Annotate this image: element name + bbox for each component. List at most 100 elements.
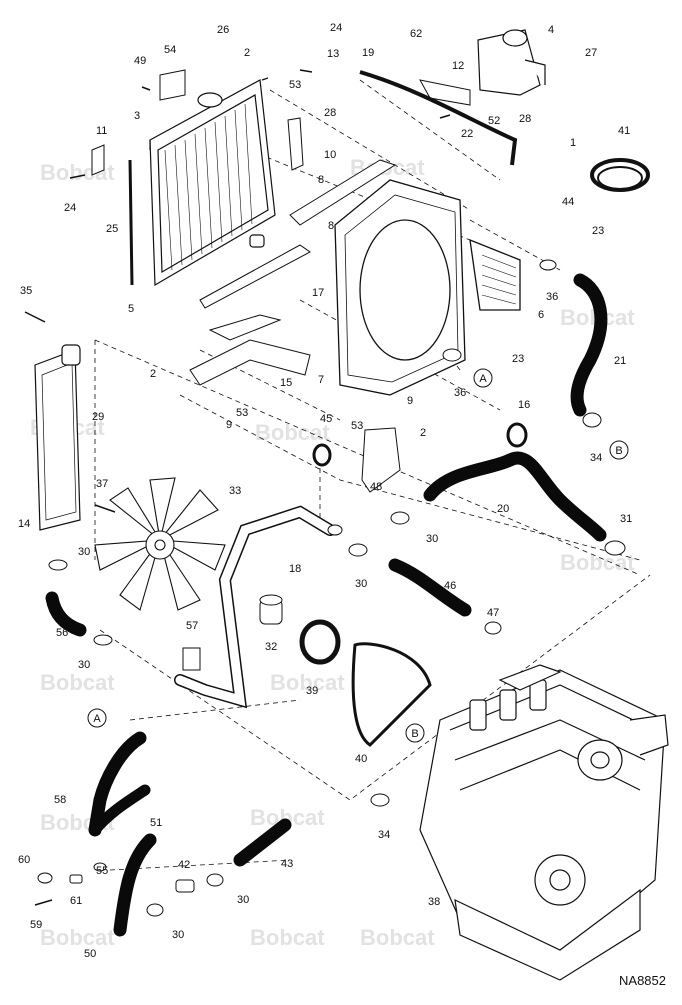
part-number-29: 29 <box>92 411 104 423</box>
callout-a-shroud-label: A <box>479 373 487 385</box>
part-number-16: 16 <box>518 399 530 411</box>
part-number-50: 50 <box>84 948 96 960</box>
part-number-24: 24 <box>64 202 76 214</box>
part-number-8: 8 <box>328 220 334 232</box>
part-number-30: 30 <box>355 578 367 590</box>
part-number-53: 53 <box>236 407 248 419</box>
part-number-11: 11 <box>96 125 107 137</box>
part-number-13: 13 <box>327 48 339 60</box>
cooling-fan <box>94 477 226 611</box>
coolant-reservoir <box>477 29 546 96</box>
hose-mount <box>182 647 201 671</box>
watermark-6: Bobcat <box>40 670 115 695</box>
part-number-30: 30 <box>237 894 249 906</box>
part-number-53: 53 <box>351 420 363 432</box>
hose-clamps <box>48 259 626 917</box>
part-number-19: 19 <box>362 47 374 59</box>
part-number-49: 49 <box>134 55 146 67</box>
callout-b-engine <box>405 723 425 743</box>
part-number-41: 41 <box>618 125 630 137</box>
part-number-37: 37 <box>96 478 108 490</box>
part-number-51: 51 <box>150 817 162 829</box>
watermark-7: Bobcat <box>270 670 345 695</box>
part-number-3: 3 <box>134 110 140 122</box>
part-number-52: 52 <box>488 115 500 127</box>
part-number-1: 1 <box>570 137 576 149</box>
bracket-48 <box>361 427 401 493</box>
fasteners <box>24 69 451 906</box>
fan-spacer <box>259 594 283 625</box>
part-number-17: 17 <box>312 287 324 299</box>
watermark-5: Bobcat <box>560 550 635 575</box>
part-number-8: 8 <box>318 174 324 186</box>
part-number-34: 34 <box>590 452 602 464</box>
engine <box>419 664 669 981</box>
part-number-7: 7 <box>318 374 324 386</box>
mount-plate <box>208 314 282 341</box>
part-number-44: 44 <box>562 196 574 208</box>
charge-air-cooler <box>34 344 81 531</box>
part-number-22: 22 <box>461 128 473 140</box>
part-number-36: 36 <box>546 291 558 303</box>
part-number-40: 40 <box>355 753 367 765</box>
part-number-43: 43 <box>281 858 293 870</box>
reference-callouts <box>87 368 629 743</box>
part-number-61: 61 <box>70 895 82 907</box>
part-number-45: 45 <box>320 413 332 425</box>
part-number-12: 12 <box>452 60 464 72</box>
callout-a-hose <box>87 708 107 728</box>
coolant-pipe-inner <box>175 507 335 707</box>
mount-bracket <box>189 339 311 386</box>
fan-shroud <box>334 179 521 396</box>
part-number-34: 34 <box>378 829 390 841</box>
part-number-57: 57 <box>186 620 198 632</box>
part-number-28: 28 <box>519 113 531 125</box>
part-number-23: 23 <box>592 225 604 237</box>
part-number-60: 60 <box>18 854 30 866</box>
part-number-58: 58 <box>54 794 66 806</box>
hose-coil <box>590 158 650 192</box>
part-number-15: 15 <box>280 377 292 389</box>
part-number-36: 36 <box>454 387 466 399</box>
callout-a-hose-label: A <box>93 713 101 725</box>
part-number-54: 54 <box>164 44 176 56</box>
part-number-27: 27 <box>585 47 597 59</box>
part-number-26: 26 <box>217 24 229 36</box>
callout-b-hose <box>609 440 629 460</box>
part-number-53: 53 <box>289 79 301 91</box>
part-number-59: 59 <box>30 919 42 931</box>
watermark-4: Bobcat <box>255 420 330 445</box>
seal-strip <box>287 117 304 171</box>
part-number-2: 2 <box>420 427 426 439</box>
part-number-18: 18 <box>289 563 301 575</box>
part-number-2: 2 <box>150 368 156 380</box>
part-number-38: 38 <box>428 896 440 908</box>
part-number-2: 2 <box>244 47 250 59</box>
watermark-11: Bobcat <box>40 925 115 950</box>
part-number-25: 25 <box>106 223 118 235</box>
watermark-12: Bobcat <box>250 925 325 950</box>
part-number-30: 30 <box>426 533 438 545</box>
callout-b-engine-label: B <box>411 728 418 740</box>
part-number-46: 46 <box>444 580 456 592</box>
part-number-21: 21 <box>614 355 626 367</box>
part-number-42: 42 <box>178 859 190 871</box>
part-number-20: 20 <box>497 503 509 515</box>
part-number-28: 28 <box>324 107 336 119</box>
part-number-39: 39 <box>306 685 318 697</box>
part-number-10: 10 <box>324 149 336 161</box>
part-number-32: 32 <box>265 641 277 653</box>
part-number-30: 30 <box>78 659 90 671</box>
hose-fittings <box>37 862 195 893</box>
callout-a-shroud <box>473 368 493 388</box>
part-number-35: 35 <box>20 285 32 297</box>
support-rod <box>128 159 134 286</box>
drawing-number: NA8852 <box>619 973 666 988</box>
seals <box>299 422 528 665</box>
overflow-hose <box>359 70 518 166</box>
part-number-5: 5 <box>128 303 134 315</box>
part-number-4: 4 <box>548 24 554 36</box>
part-number-14: 14 <box>18 518 30 530</box>
part-number-62: 62 <box>410 28 422 40</box>
